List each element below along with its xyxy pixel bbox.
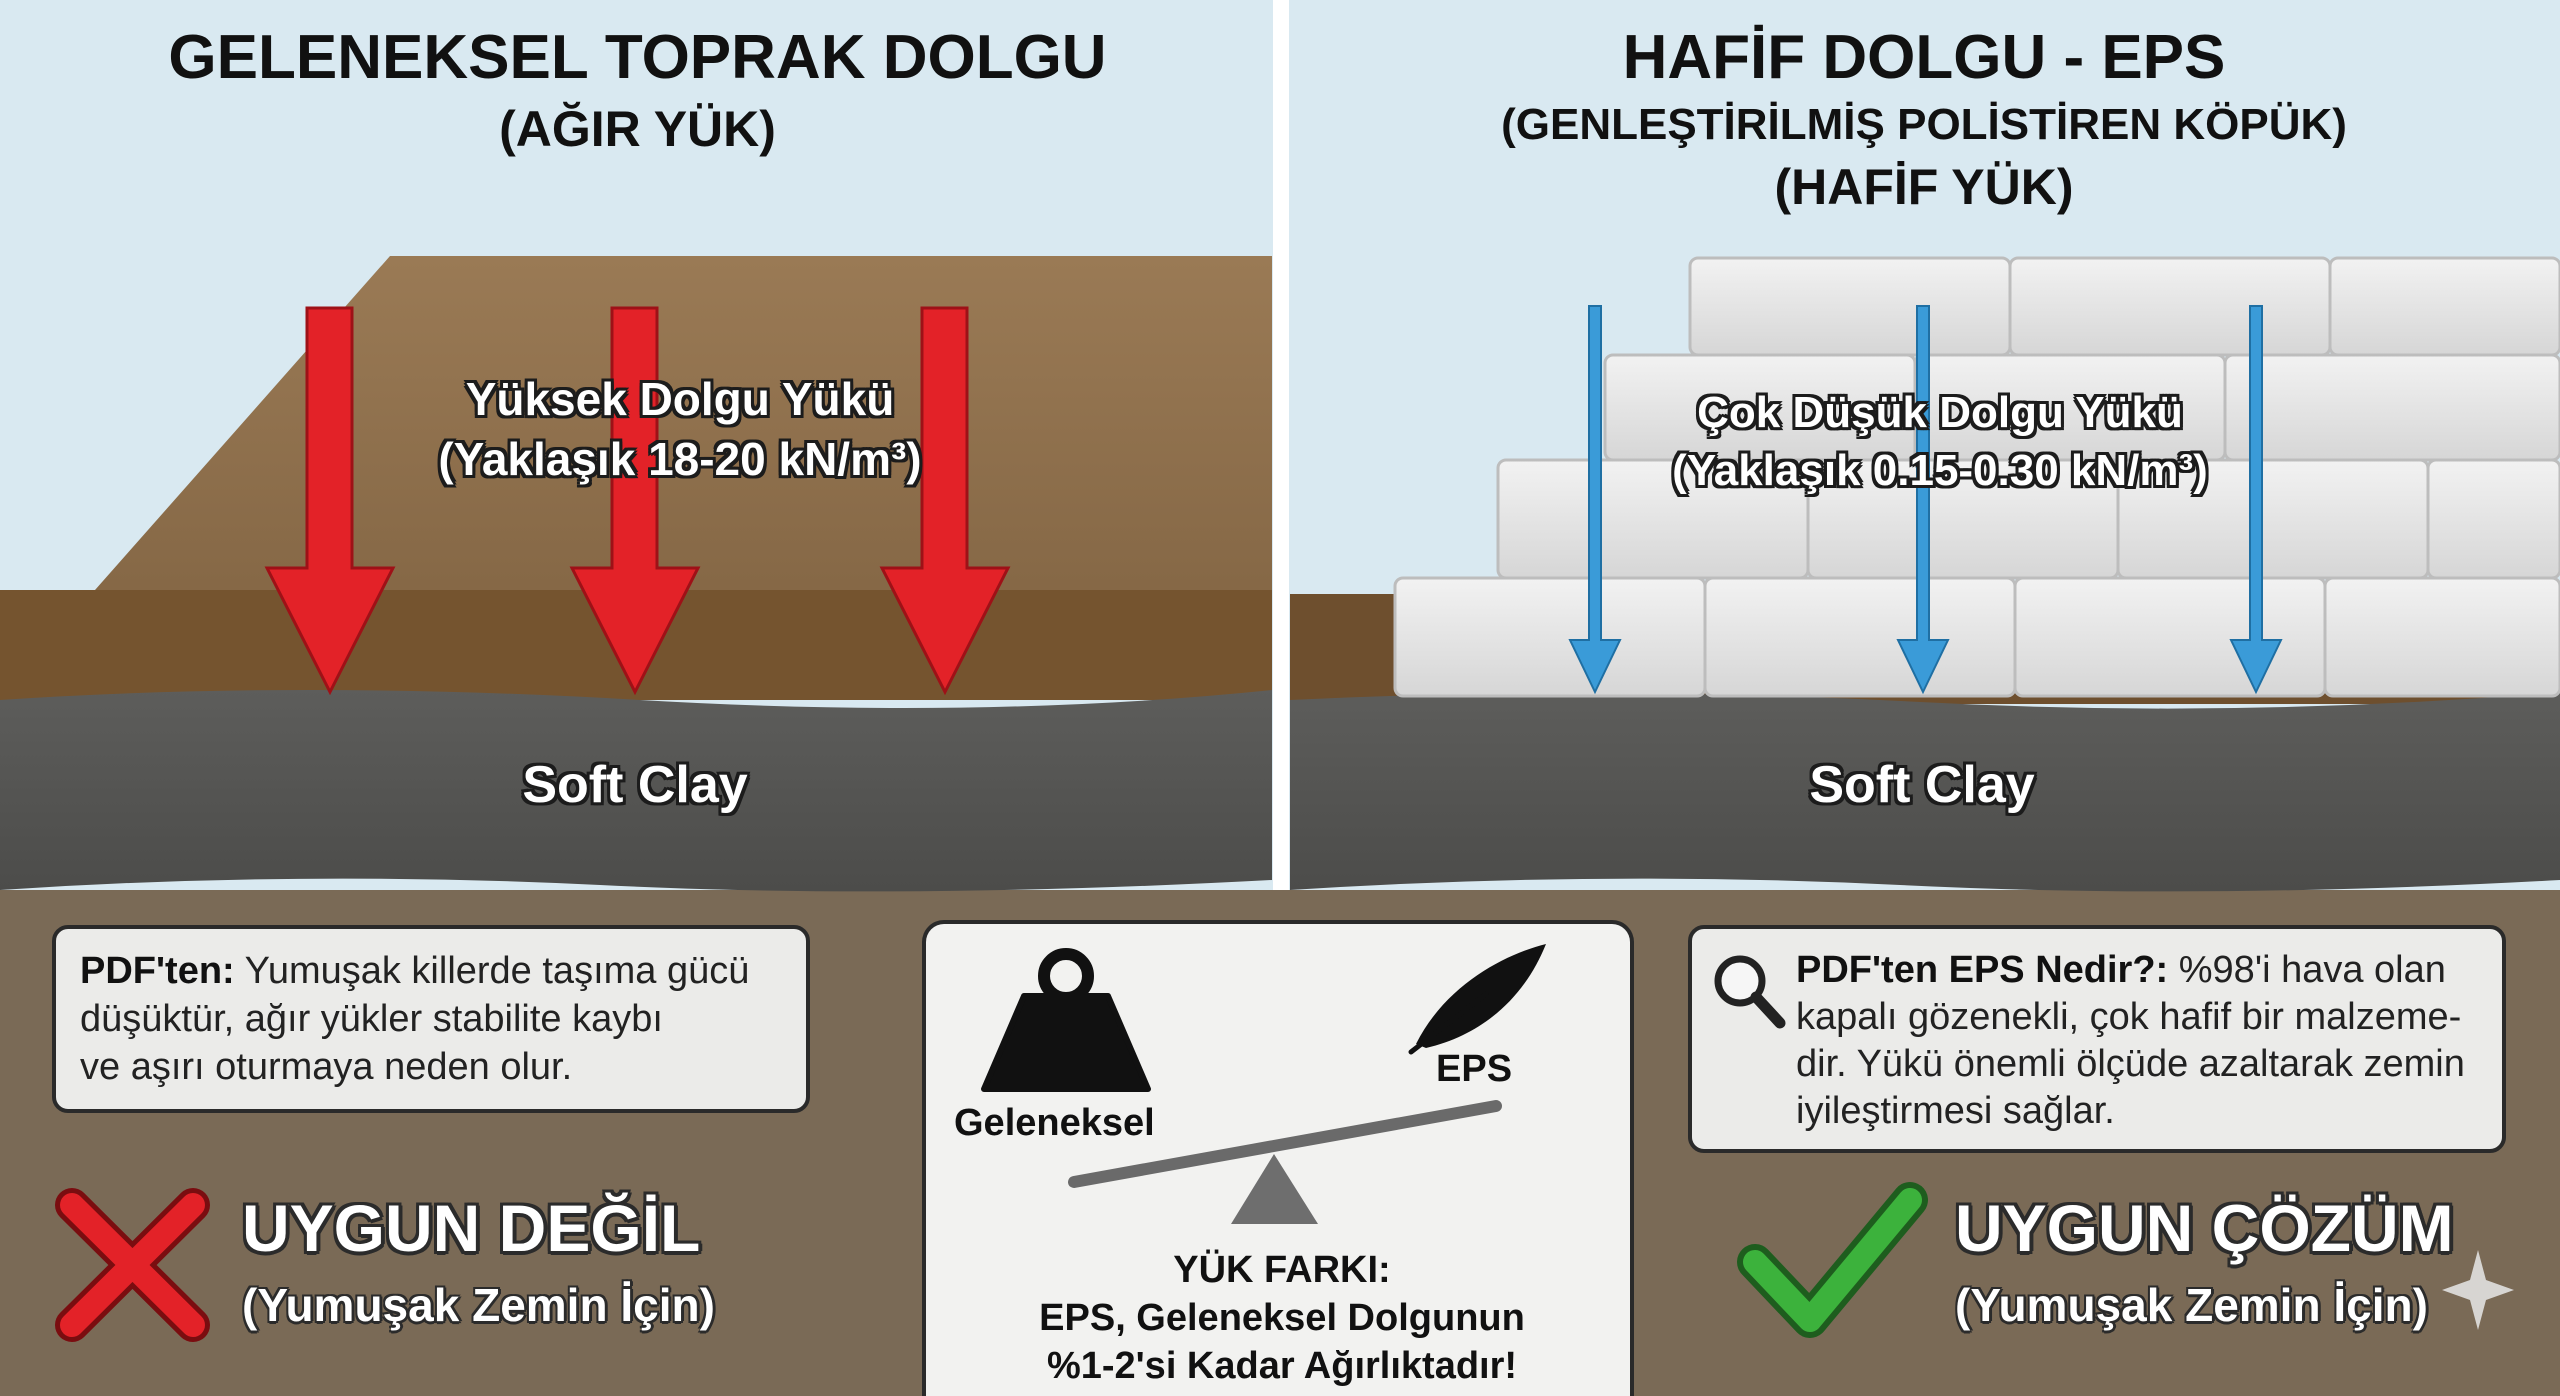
right-note-line-4: iyileştirmesi sağlar. — [1796, 1090, 2115, 1132]
soft-clay-layer-right — [1290, 692, 2560, 892]
weight-icon — [981, 948, 1151, 1092]
load-difference-line-2: EPS, Geleneksel Dolgunun — [1039, 1297, 1525, 1339]
weight-label: Geleneksel — [954, 1102, 1155, 1144]
feather-icon — [1408, 944, 1546, 1055]
scale-beam — [1068, 1100, 1502, 1188]
left-verdict-sub: (Yumuşak Zemin İçin) — [242, 1279, 715, 1331]
right-note-line-3: dir. Yükü önemli ölçüde azaltarak zemin — [1796, 1043, 2465, 1085]
right-load-label-1: Çok Düşük Dolgu Yükü — [1697, 388, 2183, 437]
left-note-line-2: düşüktür, ağır yükler stabilite kaybı — [80, 998, 663, 1040]
right-subtitle-2: (HAFİF YÜK) — [1774, 159, 2074, 215]
sparkle-icon — [2442, 1250, 2514, 1330]
right-note-line-1: PDF'ten EPS Nedir?: %98'i hava olan — [1796, 949, 2446, 991]
right-load-label-2: (Yaklaşık 0.15-0.30 kN/m³) — [1672, 446, 2208, 495]
left-soil-label: Soft Clay — [522, 756, 748, 814]
panel-divider — [1273, 0, 1289, 890]
left-verdict: UYGUN DEĞİL — [242, 1191, 701, 1265]
left-note-line-1: PDF'ten: Yumuşak killerde taşıma gücü — [80, 950, 750, 992]
load-difference-line-3: %1-2'si Kadar Ağırlıktadır! — [1046, 1345, 1518, 1387]
feather-label: EPS — [1436, 1048, 1513, 1090]
balance-scale — [981, 944, 1546, 1224]
cross-icon — [55, 1188, 210, 1342]
left-subtitle: (AĞIR YÜK) — [499, 101, 776, 157]
right-title: HAFİF DOLGU - EPS — [1622, 23, 2226, 92]
right-verdict: UYGUN ÇÖZÜM — [1955, 1191, 2454, 1265]
right-note-line-2: kapalı gözenekli, çok hafif bir malzeme- — [1796, 996, 2462, 1038]
center-comparison-panel: Geleneksel EPS YÜK FARKI: EPS, Gelenekse… — [922, 920, 1634, 1396]
left-load-label-2: (Yaklaşık 18-20 kN/m³) — [438, 433, 922, 485]
right-subtitle: (GENLEŞTİRİLMİŞ POLİSTİREN KÖPÜK) — [1501, 100, 2347, 149]
right-note-box: PDF'ten EPS Nedir?: %98'i hava olan kapa… — [1688, 925, 2506, 1153]
scale-fulcrum — [1231, 1154, 1318, 1224]
left-load-label-1: Yüksek Dolgu Yükü — [465, 373, 895, 425]
right-verdict-sub: (Yumuşak Zemin İçin) — [1955, 1279, 2428, 1331]
blue-load-arrows — [1568, 305, 2283, 695]
left-note-box: PDF'ten: Yumuşak killerde taşıma gücü dü… — [52, 925, 810, 1113]
right-soil-label: Soft Clay — [1809, 756, 2035, 814]
left-title: GELENEKSEL TOPRAK DOLGU — [168, 23, 1107, 92]
magnifier-icon — [1714, 955, 1786, 1029]
soft-clay-layer-left — [0, 690, 1272, 892]
load-difference-text: YÜK FARKI: EPS, Geleneksel Dolgunun %1-2… — [926, 1246, 1638, 1390]
left-note-line-3: ve aşırı oturmaya neden olur. — [80, 1046, 573, 1088]
red-load-arrows — [264, 306, 1011, 696]
load-difference-line-1: YÜK FARKI: — [1173, 1249, 1391, 1291]
check-icon — [1737, 1182, 1928, 1338]
